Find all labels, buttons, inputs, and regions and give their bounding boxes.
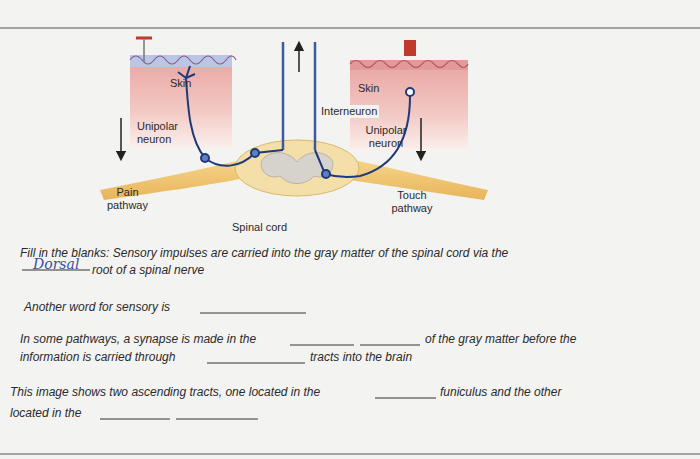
pin-stimulus (136, 38, 152, 62)
pathway-label: Pain pathway (100, 186, 155, 212)
touch-weight (404, 40, 416, 56)
question-text: root of a spinal nerve (92, 263, 204, 277)
handwritten-answer: Dorsal (33, 256, 79, 273)
unipolar-neuron (178, 66, 283, 166)
unipolar-neuron (315, 88, 414, 178)
question-text: information is carried through (20, 350, 175, 364)
neuron-label: Unipolar neuron (137, 120, 199, 146)
question-text: Another word for sensory is (24, 300, 170, 314)
rule-line (0, 454, 700, 455)
spinal-cord (235, 140, 359, 196)
skin-label: Skin (358, 82, 379, 94)
question-text: tracts into the brain (310, 350, 412, 364)
interneuron-label: Interneuron (319, 105, 379, 118)
question-text: funiculus and the other (440, 385, 561, 399)
flow-arrow (298, 46, 300, 72)
flow-arrow (120, 118, 122, 156)
question-text: Fill in the blanks: Sensory impulses are… (20, 246, 508, 260)
flow-arrow (420, 118, 422, 156)
ascending-tract (283, 42, 315, 150)
question-text: of the gray matter before the (425, 332, 576, 346)
question-text: This image shows two ascending tracts, o… (10, 385, 320, 399)
skin-block (130, 55, 236, 148)
structure-label: Spinal cord (232, 221, 287, 234)
pathway-label: Touch pathway (384, 189, 440, 215)
question-text: In some pathways, a synapse is made in t… (20, 332, 256, 346)
question-text: located in the (10, 406, 81, 420)
skin-label: Skin (170, 77, 191, 89)
neuron-label: Unipolar neuron (357, 124, 415, 150)
rule-line (0, 28, 700, 29)
